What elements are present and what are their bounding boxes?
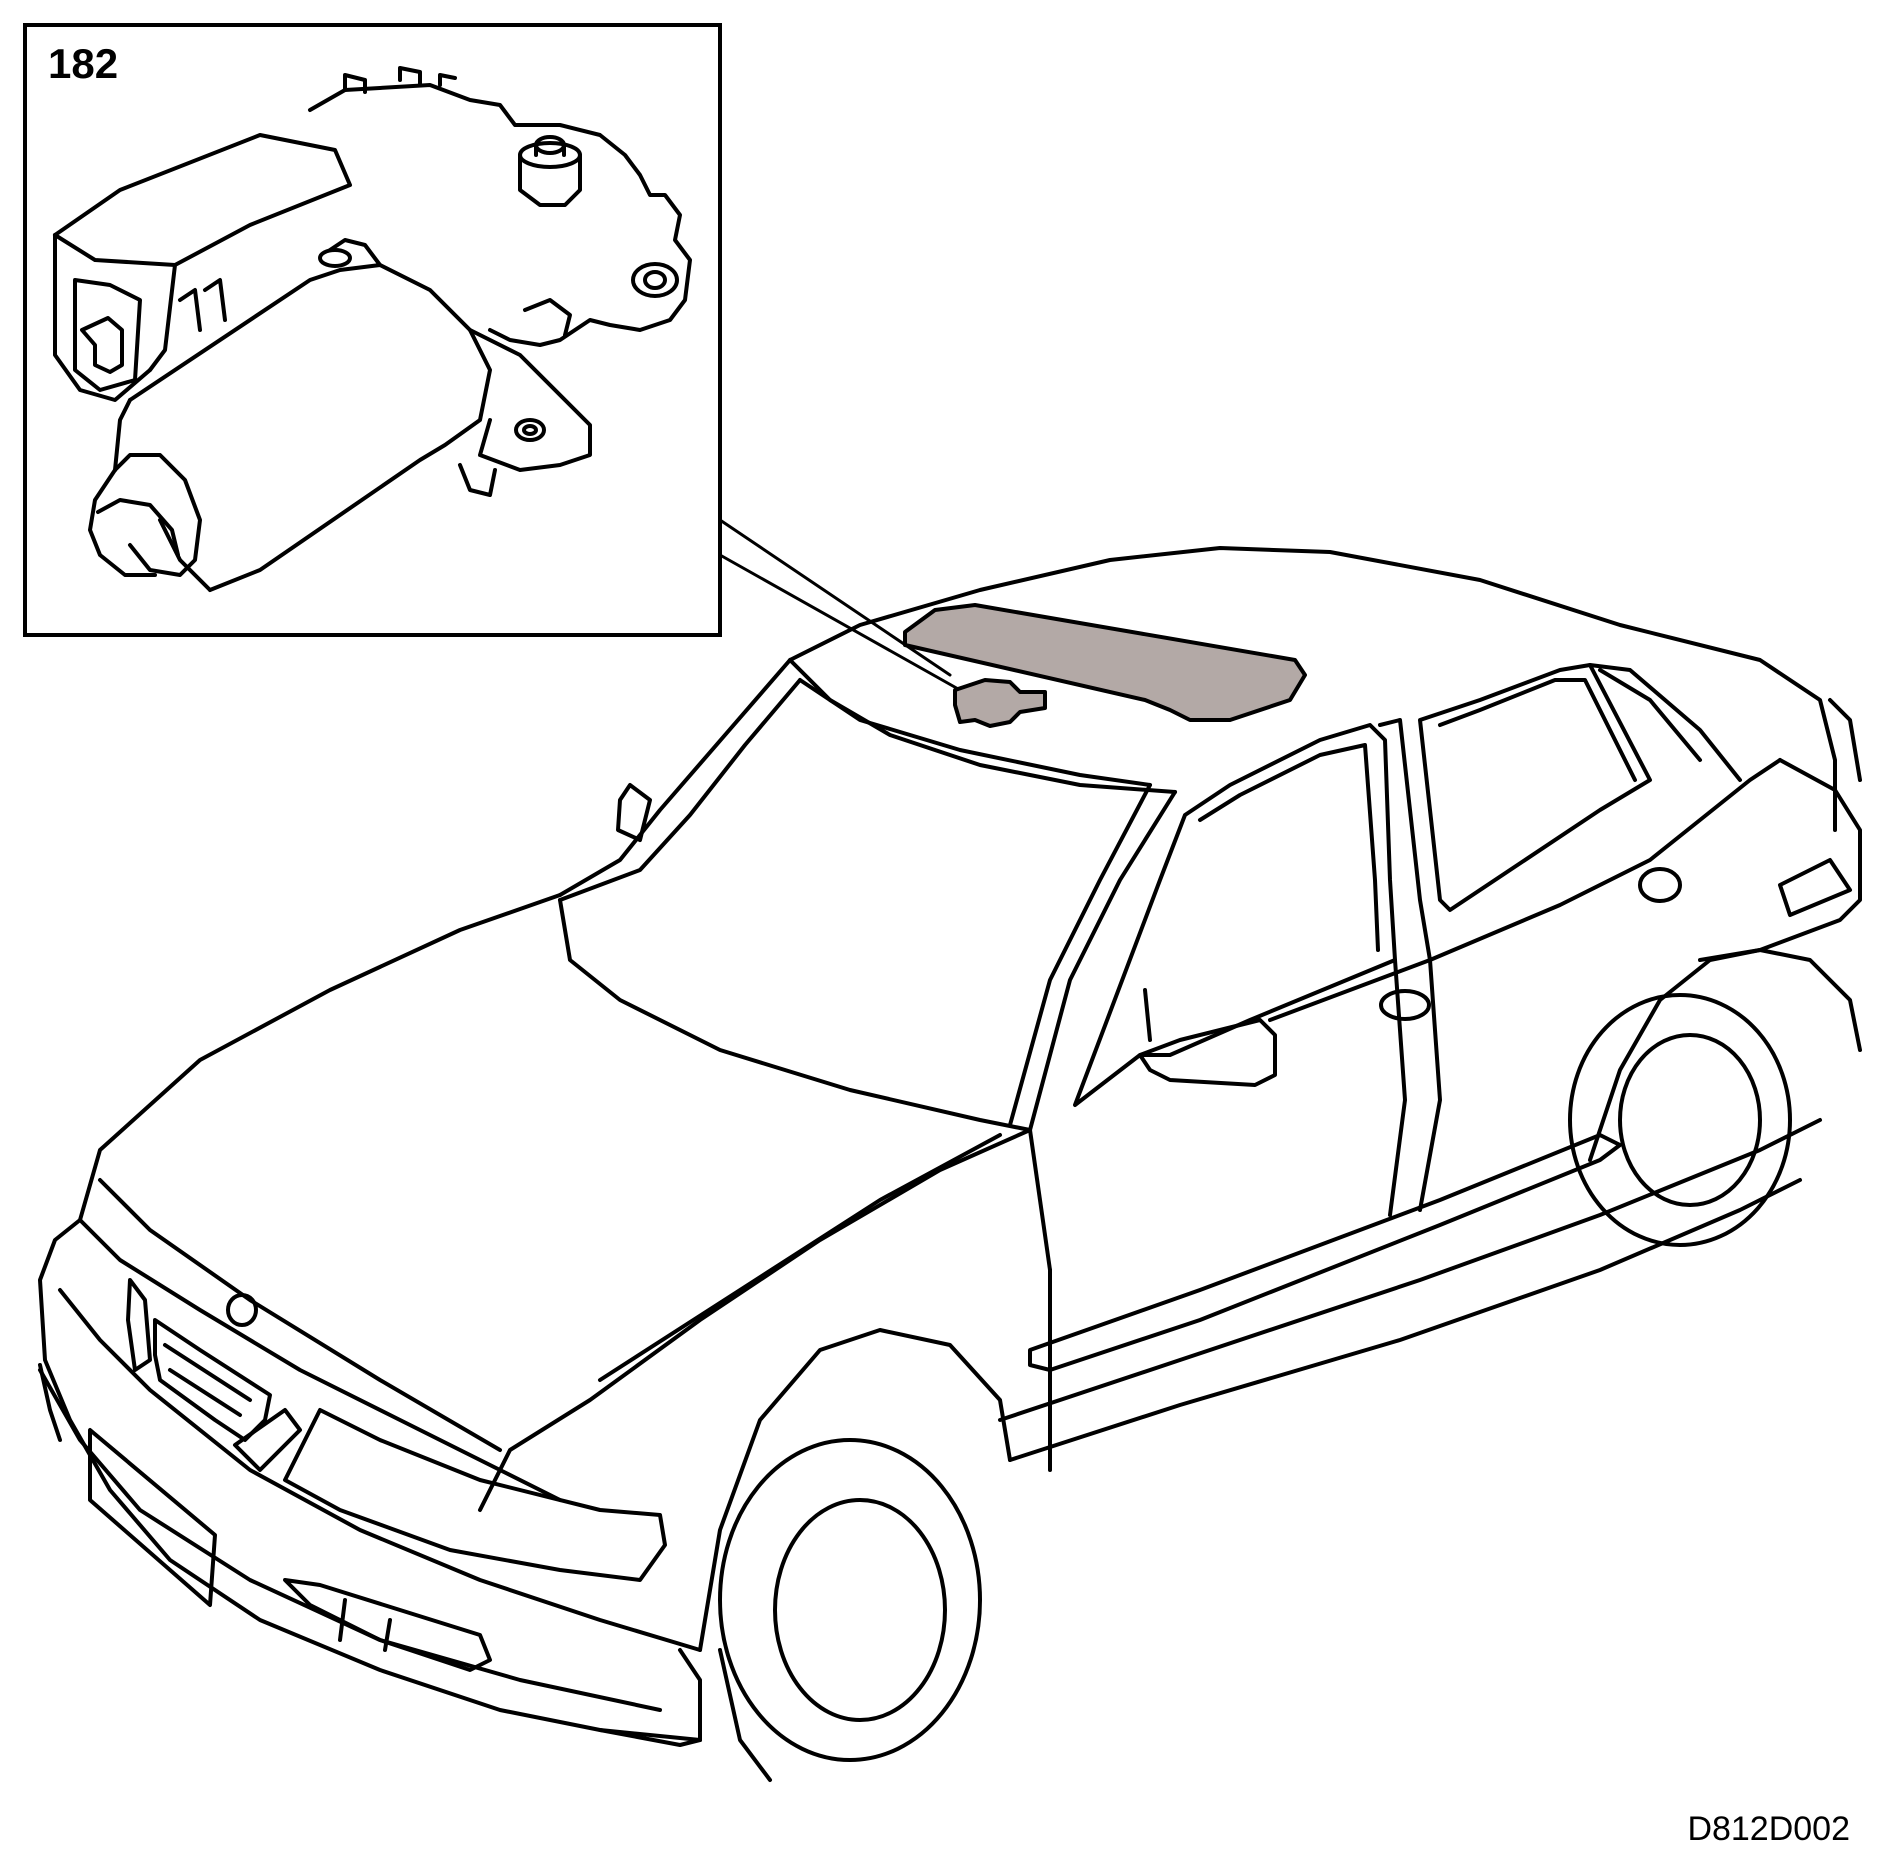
car-icon (38, 546, 1862, 1782)
roof-outline (788, 546, 1837, 832)
inset-frame (23, 23, 722, 637)
drawing-code: D812D002 (1687, 1810, 1850, 1848)
front-wheel-arch (698, 1328, 1012, 1652)
motor-marker-icon (953, 678, 1047, 728)
headlight (283, 1408, 667, 1582)
side-mirror (1138, 1018, 1277, 1087)
fog-light (283, 1578, 492, 1672)
rear-door-handle (1379, 989, 1431, 1021)
license-plate (88, 1428, 217, 1607)
sunroof-motor-icon (53, 66, 692, 592)
leader-line (718, 518, 962, 692)
sunroof-icon (903, 603, 1307, 722)
hood (78, 893, 562, 1222)
windshield-lower (558, 898, 1032, 1132)
rear-wheel-arch (1588, 948, 1862, 1162)
callout-number: 182 (48, 40, 118, 87)
front-wheel (718, 1438, 982, 1762)
rear-door-window (1418, 663, 1652, 912)
hood-emblem (226, 1293, 258, 1327)
front-bumper (38, 1218, 702, 1747)
motor-detail-inset: 182 (23, 23, 962, 692)
rear-wheel (1568, 993, 1792, 1247)
windshield-frame (558, 658, 792, 897)
front-grille (153, 1318, 272, 1442)
